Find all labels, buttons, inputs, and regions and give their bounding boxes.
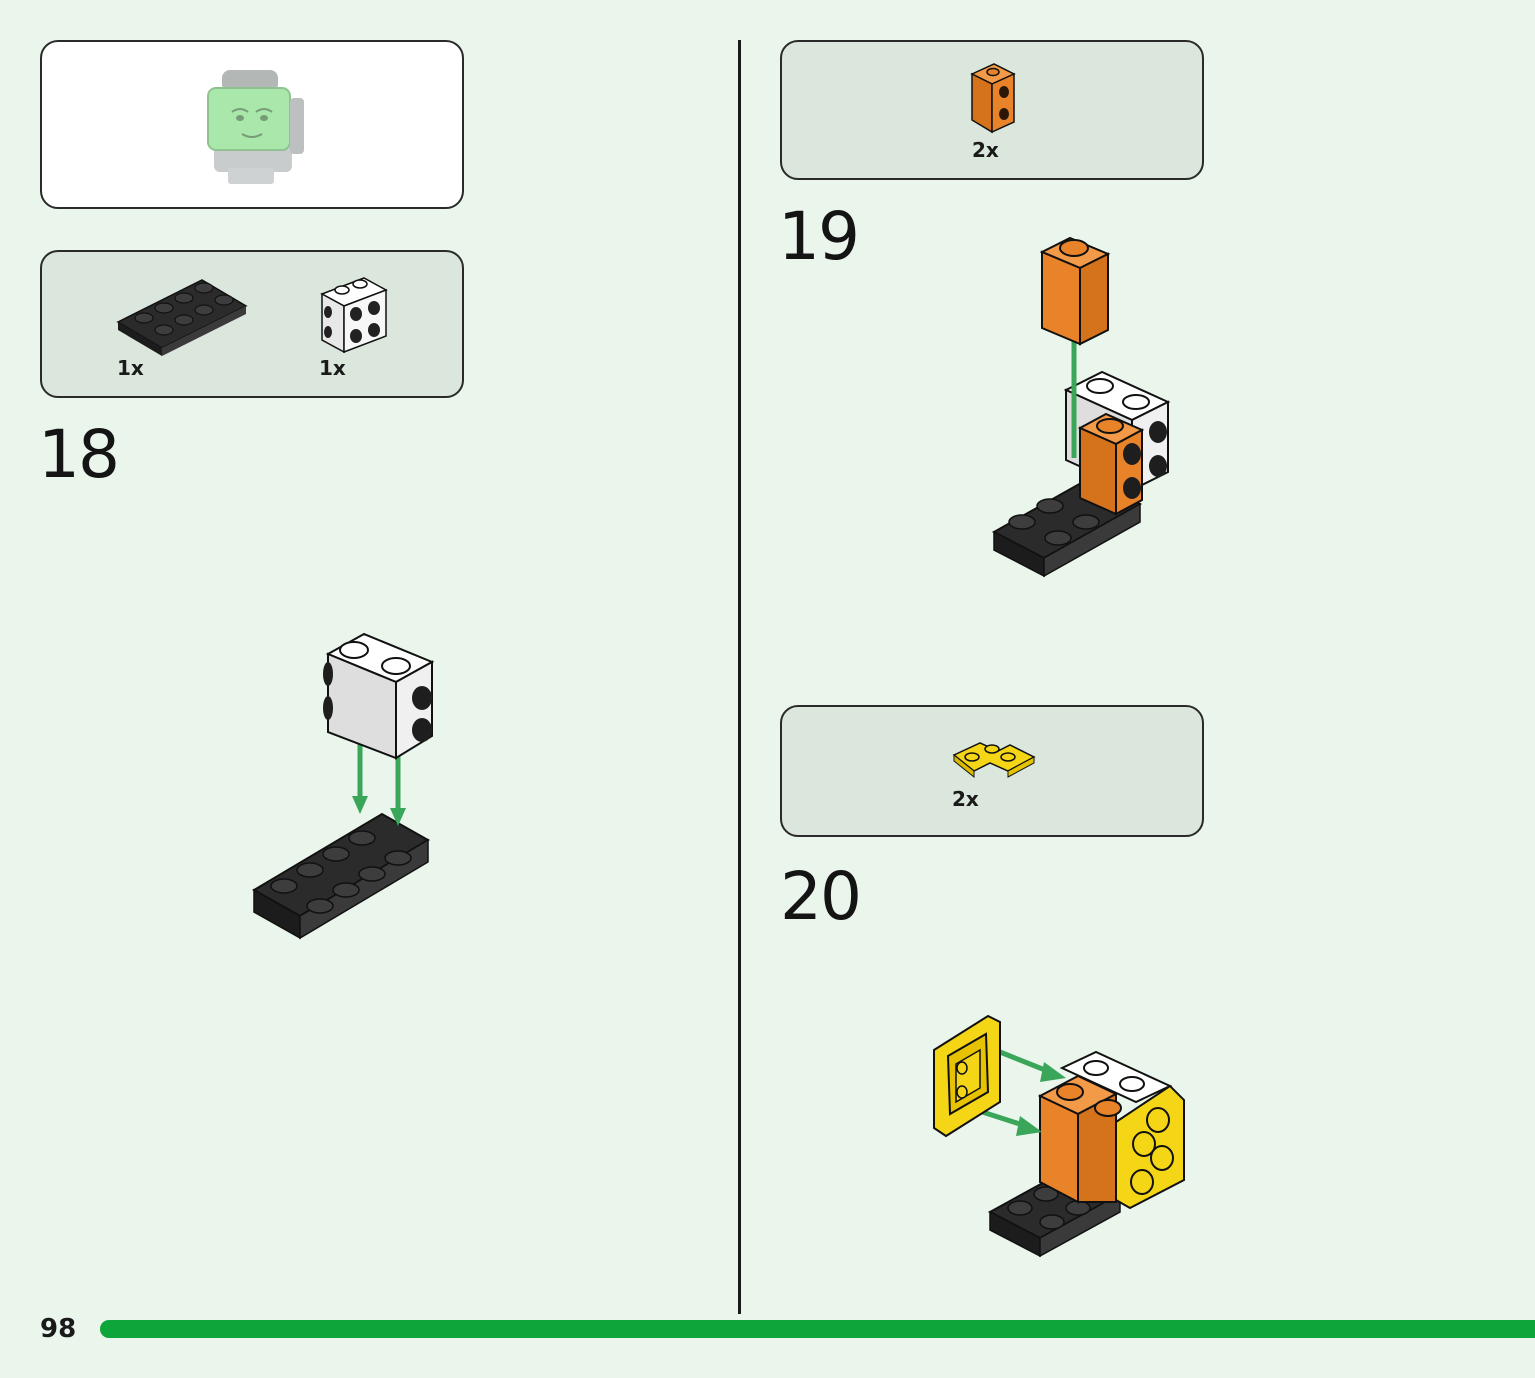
step-18-parts-panel: 1x 1x — [40, 250, 464, 398]
column-divider — [738, 40, 741, 1314]
yellow-corner-plate-icon — [952, 742, 1036, 779]
green-head-model-icon — [207, 70, 304, 184]
step-19-parts-panel: 2x — [780, 40, 1204, 180]
part-quantity: 2x — [952, 787, 979, 811]
part-quantity: 1x — [117, 356, 144, 380]
part-quantity: 2x — [972, 138, 999, 162]
progress-bar-fill — [100, 1320, 1535, 1338]
step-19-illustration — [991, 236, 1171, 578]
step-number: 18 — [38, 416, 120, 493]
orange-brick-icon — [970, 63, 1016, 134]
progress-bar — [100, 1320, 1535, 1338]
black-plate-icon — [116, 279, 248, 356]
step-number: 20 — [780, 858, 862, 935]
step-20-illustration — [933, 1014, 1185, 1258]
page-number: 98 — [40, 1314, 77, 1344]
step-number: 19 — [778, 198, 860, 275]
step-18-illustration — [252, 632, 435, 940]
part-quantity: 1x — [319, 356, 346, 380]
model-preview-panel — [40, 40, 464, 209]
white-brick-icon — [320, 277, 388, 354]
step-20-parts-panel: 2x — [780, 705, 1204, 837]
